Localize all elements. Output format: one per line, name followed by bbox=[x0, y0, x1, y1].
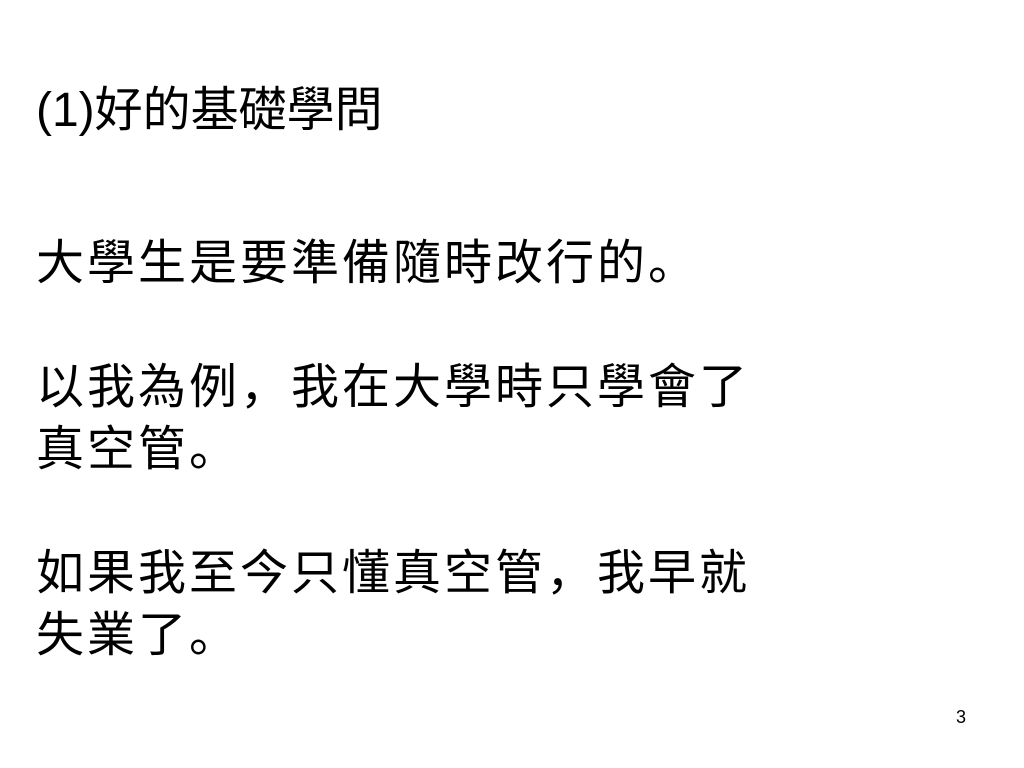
slide-title: (1)好的基礎學問 bbox=[36, 84, 383, 137]
paragraph-1: 大學生是要準備隨時改行的。 bbox=[36, 235, 700, 291]
page-number: 3 bbox=[955, 707, 966, 727]
slide-body: 大學生是要準備隨時改行的。 以我為例，我在大學時只學會了 真空管。 如果我至今只… bbox=[36, 232, 916, 728]
paragraph-2: 以我為例，我在大學時只學會了 真空管。 bbox=[36, 359, 751, 477]
paragraph-3: 如果我至今只懂真空管，我早就 失業了。 bbox=[36, 545, 751, 663]
